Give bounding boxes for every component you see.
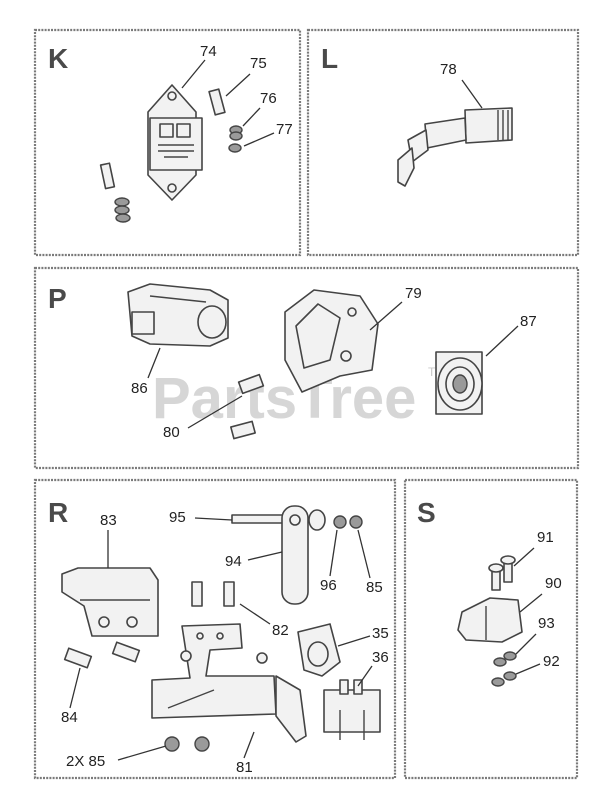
callout-36: 36 xyxy=(372,649,389,666)
bolt-part xyxy=(230,373,265,440)
callout-91: 91 xyxy=(537,529,554,546)
callout-83: 83 xyxy=(100,512,117,529)
nut-part xyxy=(491,651,517,687)
panel-s-frame xyxy=(403,478,579,780)
callout-95: 95 xyxy=(169,509,186,526)
callout-78: 78 xyxy=(440,61,457,78)
nut-part xyxy=(228,143,242,153)
callout-92: 92 xyxy=(543,653,560,670)
bracket-plate-part xyxy=(284,289,379,393)
washer-part xyxy=(333,515,363,529)
callout-93: 93 xyxy=(538,615,555,632)
bolt-part xyxy=(63,641,141,669)
callout-80: 80 xyxy=(163,424,180,441)
callout-82: 82 xyxy=(272,622,289,639)
callout-87: 87 xyxy=(520,313,537,330)
callout-76: 76 xyxy=(260,90,277,107)
panel-k-letter: K xyxy=(48,43,68,74)
screw-part xyxy=(99,162,131,223)
callout-85: 85 xyxy=(366,579,383,596)
washer-part xyxy=(229,125,243,141)
panel-r-letter: R xyxy=(48,497,68,528)
callout-35: 35 xyxy=(372,625,389,642)
panel-p-frame xyxy=(33,266,580,470)
callout-2x-85: 2X 85 xyxy=(66,753,105,770)
bracket-part xyxy=(457,597,523,643)
callout-74: 74 xyxy=(200,43,217,60)
clip-part xyxy=(323,679,381,740)
panel-s-letter: S xyxy=(417,497,436,528)
throttle-bracket-part xyxy=(61,567,159,637)
nut-part xyxy=(164,736,210,752)
panel-l-frame xyxy=(306,28,580,257)
callout-90: 90 xyxy=(545,575,562,592)
callout-79: 79 xyxy=(405,285,422,302)
callout-81: 81 xyxy=(236,759,253,776)
control-bracket-part xyxy=(151,623,307,743)
link-arm-part xyxy=(281,505,326,605)
callout-77: 77 xyxy=(276,121,293,138)
callout-86: 86 xyxy=(131,380,148,397)
switch-lead-part xyxy=(397,107,513,187)
screw-part xyxy=(488,555,516,591)
panel-r-frame xyxy=(33,478,397,780)
spring-clip-part xyxy=(297,623,341,677)
panel-p-letter: P xyxy=(48,283,67,314)
grommet-part xyxy=(435,351,483,415)
callout-94: 94 xyxy=(225,553,242,570)
watermark-text: PartsTree xyxy=(152,366,416,431)
callout-96: 96 xyxy=(320,577,337,594)
ignition-module-part xyxy=(147,84,203,201)
panel-l-letter: L xyxy=(321,43,338,74)
bolt-part xyxy=(208,88,226,116)
callout-84: 84 xyxy=(61,709,78,726)
screw-part xyxy=(191,581,235,607)
panel-k-frame xyxy=(33,28,302,257)
blower-housing-part xyxy=(127,283,229,347)
callout-75: 75 xyxy=(250,55,267,72)
